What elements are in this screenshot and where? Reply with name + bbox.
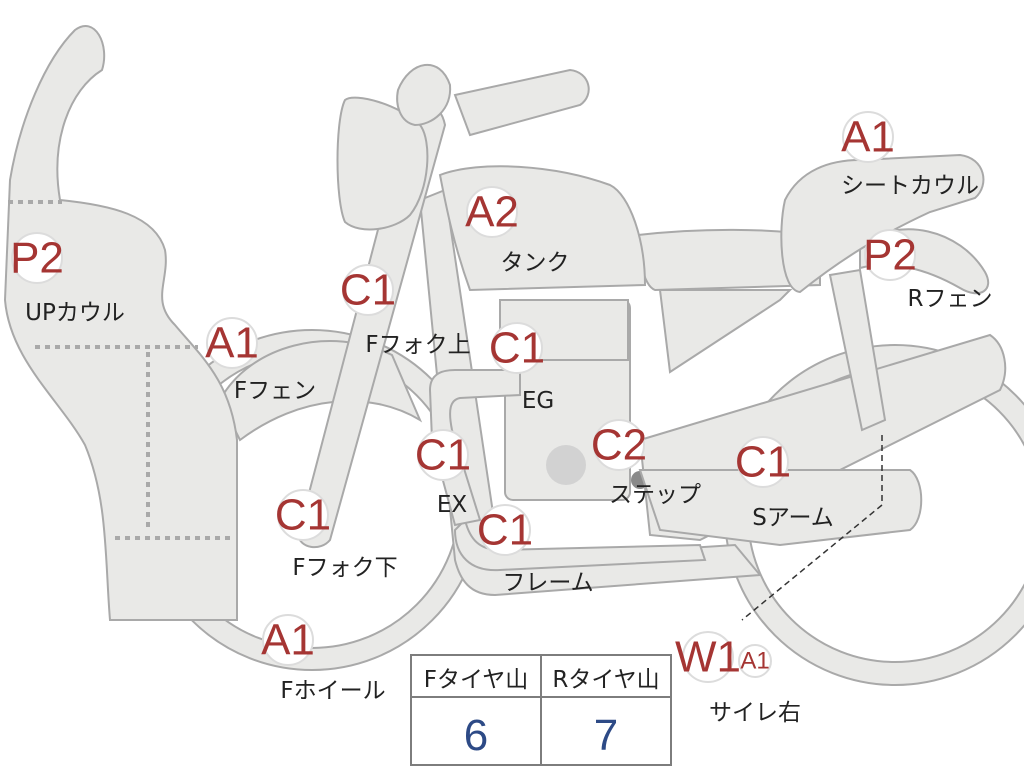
marker-code: P2	[10, 234, 64, 283]
marker-code: A1	[841, 113, 895, 162]
marker-circle	[277, 489, 329, 541]
marker-circle	[737, 436, 789, 488]
tire-table-header-rear: Rタイヤ山	[552, 667, 659, 693]
marker-circle-small	[738, 644, 772, 678]
marker-code: C1	[489, 324, 545, 373]
upcowl-shape	[3, 25, 238, 621]
marker-label: Rフェン	[908, 286, 993, 312]
engine-cover	[546, 445, 586, 485]
tire-table-value-front: 6	[464, 711, 488, 760]
tire-table-header-front: Fタイヤ山	[424, 667, 529, 693]
marker-label: Fフォク上	[365, 332, 470, 358]
marker-code-small: A1	[740, 648, 769, 675]
marker-label: Fフォク下	[292, 555, 397, 581]
marker-step: C2 ステップ	[591, 419, 701, 508]
marker-tank: A2 タンク	[465, 186, 570, 276]
marker-label: フレーム	[502, 570, 593, 596]
marker-circle	[466, 186, 518, 238]
meter-shape	[396, 64, 452, 127]
marker-circle	[842, 111, 894, 163]
marker-code: C1	[477, 506, 533, 555]
marker-code: C1	[340, 266, 396, 315]
marker-code: A1	[261, 616, 315, 665]
marker-label: シートカウル	[841, 173, 979, 199]
marker-frame: C1 フレーム	[477, 504, 594, 596]
frame-lower-shape	[453, 518, 707, 572]
marker-code: W1	[675, 633, 741, 682]
marker-code: P2	[863, 231, 917, 280]
marker-code: C2	[591, 421, 647, 470]
marker-label: ステップ	[609, 482, 701, 508]
swingarm-lower-shape	[638, 469, 923, 547]
marker-code: C1	[275, 491, 331, 540]
seatcowl-shape	[780, 153, 985, 294]
marker-code: C1	[735, 438, 791, 487]
marker-code: A1	[205, 319, 259, 368]
marker-circle	[593, 419, 645, 471]
handlebar-shape	[453, 68, 590, 137]
marker-code: C1	[415, 431, 471, 480]
marker-circle	[864, 229, 916, 281]
marker-label: Fホイール	[280, 678, 385, 704]
marker-label: EG	[522, 388, 554, 414]
marker-seatcowl: A1 シートカウル	[841, 111, 979, 199]
marker-code: A2	[465, 188, 519, 237]
marker-label: サイレ右	[709, 700, 801, 726]
marker-label: タンク	[501, 250, 570, 276]
marker-circle	[262, 614, 314, 666]
marker-circle	[491, 322, 543, 374]
marker-circle	[682, 631, 734, 683]
markers: P2UPカウルA1FフェンC1Fフォク上A2タンクC1EGC1EXC2ステップC…	[10, 111, 993, 726]
marker-circle	[342, 264, 394, 316]
silencer-leader	[741, 435, 883, 621]
exhaust-shape	[428, 369, 521, 527]
side-cover-shape	[658, 289, 793, 374]
rear-shock-shape	[828, 268, 887, 432]
marker-label: Sアーム	[752, 505, 834, 531]
marker-label: UPカウル	[25, 300, 125, 326]
marker-circle	[11, 232, 63, 284]
marker-label: EX	[437, 492, 468, 518]
tire-table: Fタイヤ山 Rタイヤ山 6 7	[410, 654, 672, 766]
marker-circle	[479, 504, 531, 556]
marker-circle	[206, 317, 258, 369]
tire-table-value-rear: 7	[594, 711, 618, 760]
marker-label: Fフェン	[234, 378, 316, 404]
marker-circle	[417, 429, 469, 481]
